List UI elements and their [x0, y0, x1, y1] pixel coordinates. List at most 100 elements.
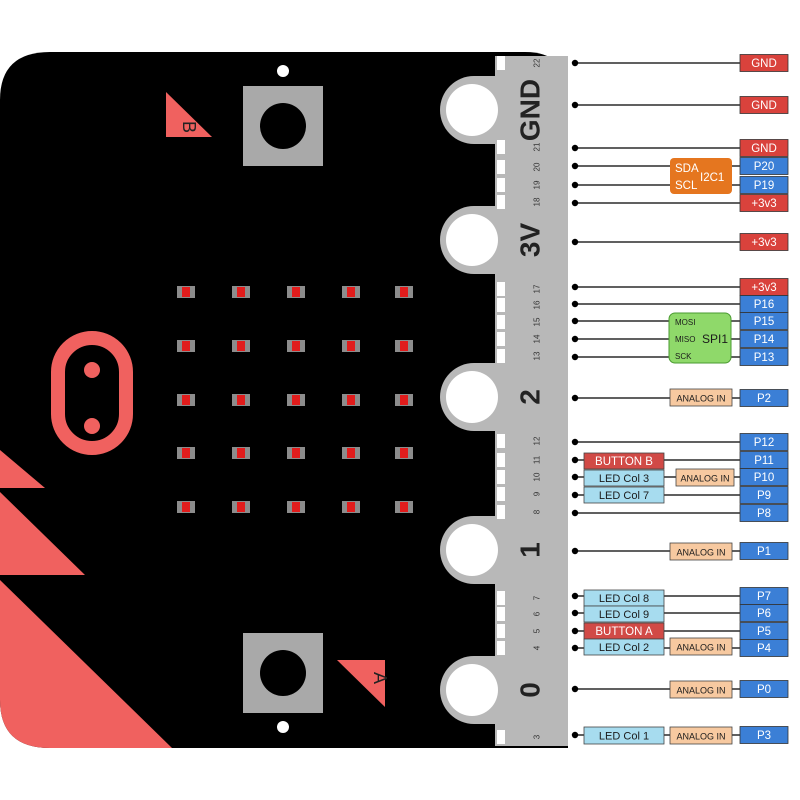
pin-dot: [571, 627, 579, 635]
strip-number: 15: [533, 317, 542, 326]
pin-dot: [571, 731, 579, 739]
i2c-scl: SCL: [675, 180, 698, 192]
led: [342, 501, 360, 513]
pin-tag-p14: P14: [739, 330, 789, 348]
pin-tag-p6: P6: [739, 604, 789, 622]
pad-label: GND: [515, 79, 546, 141]
pin-tag-p16: P16: [739, 295, 789, 313]
led: [395, 447, 413, 459]
pin-tag-p20: P20: [739, 157, 789, 175]
pin-tags: GNDGNDGNDP20P19+3v3+3v3+3v3P16P15P14P13P…: [739, 54, 789, 744]
i2c-label: I2C1: [700, 172, 724, 184]
pad-label: 3V: [515, 223, 546, 258]
pin-tag-p15: P15: [739, 312, 789, 330]
pin-tag-3v3-3: +3v3: [739, 278, 789, 296]
button-b-func: BUTTON B: [595, 456, 653, 468]
corner-decoration: [0, 450, 45, 488]
strip-number: 13: [533, 351, 542, 360]
pin-dot: [571, 491, 579, 499]
pin-tag-p12: P12: [739, 433, 789, 451]
led: [232, 394, 250, 406]
spi-miso: MISO: [675, 335, 695, 344]
analog-in-p1: ANALOG IN: [676, 548, 725, 558]
pin-tag-p1: P1: [739, 542, 789, 560]
led-col-2-func: LED Col 2: [599, 642, 649, 654]
pin-tag-label: P19: [754, 180, 774, 192]
pin-dot: [571, 473, 579, 481]
analog-in-p2: ANALOG IN: [676, 394, 725, 404]
strip-number: 19: [533, 180, 542, 189]
pin-tag-p2: P2: [739, 389, 789, 407]
pin-dot: [571, 547, 579, 555]
pin-dot: [571, 317, 579, 325]
strip-contact: [497, 315, 505, 329]
strip-contact: [497, 607, 505, 621]
pin-dot: [571, 144, 579, 152]
spi-mosi: MOSI: [675, 318, 695, 327]
strip-contact: [497, 505, 505, 519]
led: [287, 286, 305, 298]
pad-2[interactable]: 2: [440, 363, 568, 431]
strip-contact: [497, 56, 505, 70]
button-a-label: A: [370, 672, 390, 684]
pin-tag-p11: P11: [739, 451, 789, 469]
microbit-logo: [51, 331, 133, 455]
strip-contact: [497, 453, 505, 467]
button-b[interactable]: [243, 65, 323, 166]
led: [342, 286, 360, 298]
led: [342, 394, 360, 406]
led: [232, 501, 250, 513]
pin-tag-gnd-2: GND: [739, 96, 789, 114]
led: [232, 340, 250, 352]
pin-dot: [571, 300, 579, 308]
pad-gnd[interactable]: GND: [440, 76, 568, 144]
strip-contact: [497, 332, 505, 346]
strip-number: 16: [533, 300, 542, 309]
led-col-7-func: LED Col 7: [599, 490, 649, 502]
corner-decoration: [0, 580, 172, 748]
pin-tag-p10: P10: [739, 468, 789, 486]
pad-1[interactable]: 1: [440, 516, 568, 584]
strip-number: 21: [533, 142, 542, 151]
pin-tag-p5: P5: [739, 622, 789, 640]
button-a-func: BUTTON A: [595, 626, 653, 638]
pad-0[interactable]: 0: [440, 656, 568, 724]
function-tags: ANALOG IN ANALOG IN ANALOG IN ANALOG IN …: [583, 388, 735, 745]
led: [177, 394, 195, 406]
button-a[interactable]: [243, 633, 323, 733]
strip-contact: [497, 730, 505, 744]
strip-contact: [497, 624, 505, 638]
pin-tag-label: GND: [751, 58, 777, 70]
pad-3v[interactable]: 3V: [440, 206, 568, 274]
pin-tag-label: +3v3: [751, 237, 776, 249]
spi-block: SPI1 MOSI MISO SCK: [668, 312, 732, 364]
led: [395, 286, 413, 298]
led: [287, 394, 305, 406]
button-b-label: B: [179, 121, 199, 133]
led-matrix: [177, 286, 413, 513]
pin-tag-p9: P9: [739, 486, 789, 504]
i2c-block: I2C1 SDA SCL: [670, 158, 732, 194]
strip-contact: [497, 434, 505, 448]
strip-number: 14: [533, 334, 542, 343]
strip-contact: [497, 298, 505, 312]
board-outline: [0, 52, 568, 748]
strip-number: 5: [533, 628, 542, 633]
pad-label: 2: [515, 389, 546, 405]
led: [395, 394, 413, 406]
pin-tag-label: P5: [757, 626, 771, 638]
pin-dot: [571, 162, 579, 170]
pin-tag-label: GND: [751, 100, 777, 112]
pin-dot: [571, 59, 579, 67]
pad-label: 0: [515, 682, 546, 698]
pin-dot: [571, 394, 579, 402]
pin-dot: [571, 353, 579, 361]
led: [342, 447, 360, 459]
pin-tag-label: P7: [757, 591, 771, 603]
led: [287, 447, 305, 459]
strip-contact: [497, 160, 505, 174]
strip-number: 12: [533, 436, 542, 445]
pin-tag-label: P11: [754, 455, 774, 467]
